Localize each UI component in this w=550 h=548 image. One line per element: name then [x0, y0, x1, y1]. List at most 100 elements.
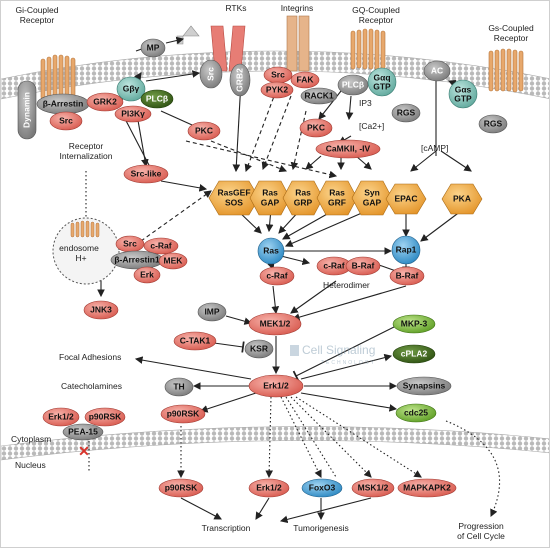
- svg-text:C-TAK1: C-TAK1: [180, 335, 211, 345]
- grb2-node[interactable]: GRB2: [229, 63, 251, 97]
- nucleus-erk12-node[interactable]: Erk1/2: [248, 478, 290, 498]
- mek12-node[interactable]: MEK1/2: [248, 312, 302, 336]
- p90rsk-node[interactable]: p90RSK: [160, 404, 206, 424]
- tumorigenesis-label: Tumorigenesis: [293, 523, 348, 533]
- th-node[interactable]: TH: [164, 377, 194, 397]
- camp-label: [cAMP]: [421, 143, 448, 153]
- gbg-node[interactable]: Gβγ: [116, 76, 146, 102]
- svg-text:GTP: GTP: [454, 93, 472, 103]
- receptor-internalization-2: Internalization: [60, 151, 113, 161]
- syn-gap-node[interactable]: Syn GAP: [351, 180, 393, 216]
- svg-text:PLCβ: PLCβ: [146, 93, 168, 103]
- jnk3-node[interactable]: JNK3: [83, 300, 119, 320]
- svg-text:Gαq: Gαq: [373, 72, 390, 82]
- svg-text:B-Raf: B-Raf: [396, 270, 419, 280]
- svg-text:Src: Src: [271, 69, 285, 79]
- svg-text:Cell Signaling: Cell Signaling: [302, 343, 375, 357]
- endo-mek-node[interactable]: MEK: [158, 252, 188, 270]
- ras-gap-node[interactable]: Ras GAP: [249, 180, 291, 216]
- fak-node[interactable]: FAK: [290, 71, 320, 89]
- svg-text:c-Raf: c-Raf: [150, 240, 171, 250]
- rgs-gs-node[interactable]: RGS: [478, 114, 508, 134]
- heterodimer-label: Heterodimer: [323, 280, 370, 290]
- src-like-node[interactable]: Src-like: [123, 164, 169, 184]
- cpla2-node[interactable]: cPLA2: [392, 344, 436, 364]
- ras-grf-node[interactable]: Ras GRF: [316, 180, 358, 216]
- svg-text:KSR: KSR: [250, 343, 268, 353]
- pkc-right-node[interactable]: PKC: [299, 118, 333, 138]
- pi3kg-node[interactable]: PI3Kγ: [114, 105, 152, 123]
- nucleus-label: Nucleus: [15, 460, 46, 470]
- rasgef-sos-node[interactable]: RasGEF SOS: [208, 180, 260, 216]
- rack1-node[interactable]: RACK1: [300, 87, 338, 105]
- svg-text:Dynamin: Dynamin: [21, 92, 31, 128]
- grk2-node[interactable]: GRK2: [86, 92, 124, 112]
- rgs-gq-node[interactable]: RGS: [391, 103, 421, 123]
- c-raf-a-node[interactable]: c-Raf: [259, 266, 295, 286]
- block-x-icon: ✕: [78, 443, 90, 459]
- gq-receptor-title-2: Receptor: [359, 15, 394, 25]
- gi-receptor-title-2: Receptor: [20, 15, 55, 25]
- synapsins-node[interactable]: Synapsins: [396, 376, 452, 396]
- rap1-node[interactable]: Rap1: [391, 235, 421, 265]
- svg-text:GRF: GRF: [328, 197, 346, 207]
- ac-node[interactable]: AC: [423, 60, 451, 82]
- pyk2-node[interactable]: PYK2: [260, 81, 294, 99]
- ras-grp-node[interactable]: Ras GRP: [282, 180, 324, 216]
- erk12-node[interactable]: Erk1/2: [248, 374, 304, 398]
- camkii-node[interactable]: CaMKII, -IV: [315, 139, 381, 159]
- dynamin-node[interactable]: Dynamin: [17, 80, 37, 140]
- endo-src-node[interactable]: Src: [115, 235, 145, 253]
- catecholamines-label: Catecholamines: [61, 381, 122, 391]
- pka-node[interactable]: PKA: [441, 183, 483, 215]
- nucleus-p90rsk-node[interactable]: p90RSK: [158, 478, 204, 498]
- gq-receptor-title-1: GQ-Coupled: [352, 5, 400, 15]
- endo-c-raf-node[interactable]: c-Raf: [143, 237, 179, 255]
- hplus-label: H+: [75, 253, 86, 263]
- src-left-node[interactable]: Src: [49, 111, 83, 131]
- svg-text:RasGEF: RasGEF: [217, 187, 250, 197]
- gaq-gtp-node[interactable]: Gαq GTP: [367, 67, 397, 97]
- svg-text:PLCβ: PLCβ: [342, 79, 364, 89]
- svg-text:MP: MP: [147, 42, 160, 52]
- nucleus-msk12-node[interactable]: MSK1/2: [351, 478, 395, 498]
- gi-receptor-title-1: Gi-Coupled: [16, 5, 59, 15]
- mp-node[interactable]: MP: [140, 38, 166, 58]
- epac-node[interactable]: EPAC: [385, 183, 427, 215]
- progression-label-2: of Cell Cycle: [457, 531, 505, 541]
- gs-receptor: [488, 48, 524, 93]
- plcb-left-node[interactable]: PLCβ: [140, 89, 174, 109]
- endo-beta-arrestin1-node[interactable]: β-Arrestin1: [110, 250, 164, 270]
- c-tak1-node[interactable]: C-TAK1: [173, 331, 217, 351]
- svg-text:Erk1/2: Erk1/2: [256, 482, 282, 492]
- src-integrin-node[interactable]: Src: [263, 66, 293, 84]
- cdc25-node[interactable]: cdc25: [395, 403, 437, 423]
- pkc-left-node[interactable]: PKC: [187, 121, 221, 141]
- svg-text:RGS: RGS: [397, 107, 416, 117]
- b-raf-b-node[interactable]: B-Raf: [389, 266, 425, 286]
- svg-text:Erk: Erk: [140, 269, 154, 279]
- svg-text:MEK: MEK: [164, 255, 184, 265]
- endosome: endosome H+: [52, 217, 120, 285]
- nucleus-foxo3-node[interactable]: FoxO3: [301, 478, 343, 498]
- gq-receptor: [350, 28, 386, 71]
- svg-text:β-Arrestin: β-Arrestin: [43, 98, 84, 108]
- svg-text:p90RSK: p90RSK: [89, 411, 122, 421]
- b-raf-a-node[interactable]: B-Raf: [345, 256, 381, 276]
- svg-text:Rap1: Rap1: [396, 244, 417, 254]
- gas-gtp-node[interactable]: Gαs GTP: [448, 79, 478, 109]
- transcription-label: Transcription: [202, 523, 251, 533]
- svg-text:Src: Src: [205, 67, 215, 81]
- nucleus-mapkapk2-node[interactable]: MAPKAPK2: [397, 478, 457, 498]
- svg-text:Gβγ: Gβγ: [123, 83, 140, 93]
- endo-erk-node[interactable]: Erk: [133, 266, 161, 284]
- mkp3-node[interactable]: MKP-3: [392, 314, 436, 334]
- imp-node[interactable]: IMP: [197, 302, 227, 322]
- beta-arrestin-node[interactable]: β-Arrestin: [36, 93, 90, 115]
- ksr-node[interactable]: KSR: [244, 339, 274, 359]
- plcb-gq-node[interactable]: PLCβ: [337, 74, 369, 96]
- pea15-complex[interactable]: Erk1/2 p90RSK PEA-15: [42, 407, 126, 441]
- src-rtk-node[interactable]: Src: [199, 59, 223, 89]
- ras-node[interactable]: Ras: [257, 237, 285, 265]
